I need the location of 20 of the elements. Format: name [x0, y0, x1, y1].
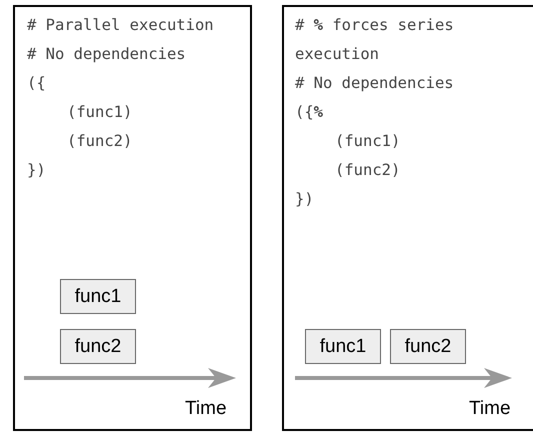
code-line: # No dependencies [295, 73, 454, 94]
code-line: # No dependencies [27, 44, 186, 65]
code-line: (func1) [67, 102, 132, 123]
axis-label: Time [185, 398, 227, 420]
function-box: func1 [305, 329, 381, 364]
code-panel [13, 5, 252, 431]
code-line: # Parallel execution [27, 15, 214, 36]
code-line: ({% [295, 102, 324, 123]
code-line: (func1) [335, 131, 400, 152]
function-box: func2 [390, 329, 466, 364]
axis-label: Time [469, 398, 511, 420]
code-line: }) [27, 160, 46, 181]
code-panel [282, 5, 533, 431]
code-line: # % forces series execution [295, 15, 455, 65]
code-line: (func2) [335, 160, 400, 181]
function-box: func1 [60, 279, 136, 314]
function-box: func2 [60, 329, 136, 364]
code-line: ({ [27, 73, 46, 94]
code-line: (func2) [67, 131, 132, 152]
code-line: }) [295, 189, 314, 210]
